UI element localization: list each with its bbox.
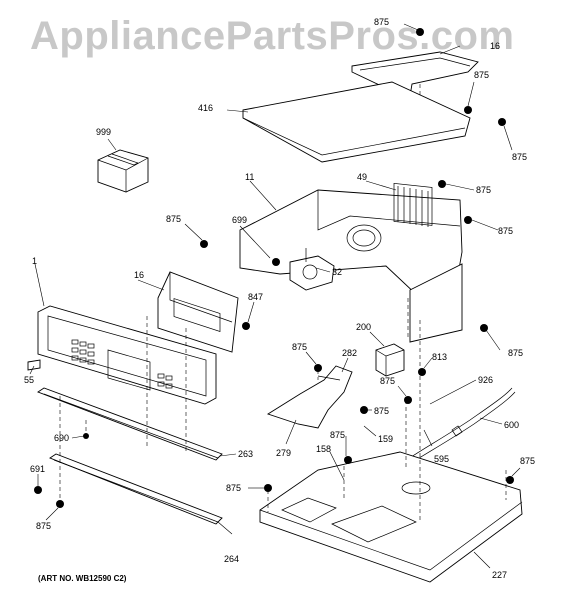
callout-875: 875 (520, 456, 535, 466)
callout-699: 699 (232, 215, 247, 225)
badge-part[interactable] (27, 359, 41, 371)
callout-leader-lines (29, 23, 521, 569)
callout-875: 875 (166, 214, 181, 224)
watermark-text: AppliancePartsPros.com (30, 14, 515, 58)
side-panel-part[interactable] (407, 263, 463, 343)
callout-282: 282 (342, 348, 357, 358)
callout-227: 227 (492, 570, 507, 580)
callout-16: 16 (490, 41, 500, 51)
callout-labels: 875 16 875 416 875 999 11 49 875 875 699… (24, 17, 535, 580)
callout-847: 847 (248, 292, 263, 302)
callout-279: 279 (276, 448, 291, 458)
air-duct-part[interactable] (266, 365, 353, 429)
relay-part[interactable] (375, 343, 405, 377)
lower-trim-bar-part[interactable] (49, 453, 223, 525)
callout-49: 49 (357, 172, 367, 182)
fan-motor-part[interactable] (289, 248, 335, 291)
callout-11: 11 (245, 172, 254, 182)
callout-600: 600 (504, 420, 519, 430)
callout-690: 690 (54, 433, 69, 443)
callout-875: 875 (36, 521, 51, 531)
control-panel-frame-part[interactable] (37, 305, 217, 405)
callout-926: 926 (478, 375, 493, 385)
callout-691: 691 (30, 464, 45, 474)
keypad-buttons (71, 339, 173, 389)
callout-875: 875 (498, 226, 513, 236)
callout-875: 875 (374, 406, 389, 416)
callout-158: 158 (316, 444, 331, 454)
callout-813: 813 (432, 352, 447, 362)
callout-875: 875 (292, 342, 307, 352)
callout-875: 875 (380, 376, 395, 386)
bottom-plate-part[interactable] (259, 451, 523, 583)
carton-box-part[interactable] (97, 149, 149, 193)
art-number-caption: (ART NO. WB12590 C2) (38, 574, 127, 583)
callout-200: 200 (356, 322, 371, 332)
callout-595: 595 (434, 454, 449, 464)
callout-875: 875 (474, 70, 489, 80)
callout-16: 16 (134, 270, 144, 280)
callout-263: 263 (238, 449, 253, 459)
callout-875: 875 (476, 185, 491, 195)
callout-416: 416 (198, 103, 213, 113)
callout-875: 875 (226, 483, 241, 493)
callout-875: 875 (508, 348, 523, 358)
callout-55: 55 (24, 375, 34, 385)
vent-grille (393, 183, 433, 227)
callout-875: 875 (330, 430, 345, 440)
callout-999: 999 (96, 127, 111, 137)
callout-32: 32 (332, 267, 342, 277)
callout-159: 159 (378, 434, 393, 444)
callout-875: 875 (512, 152, 527, 162)
callout-1: 1 (32, 256, 37, 266)
top-panel-part[interactable] (242, 81, 471, 163)
control-trim-bar-part[interactable] (37, 387, 223, 461)
control-board-part[interactable] (157, 271, 239, 353)
callout-875: 875 (374, 17, 389, 27)
callout-264: 264 (224, 554, 239, 564)
screws (34, 28, 514, 508)
assembly-guide-lines (59, 316, 507, 520)
